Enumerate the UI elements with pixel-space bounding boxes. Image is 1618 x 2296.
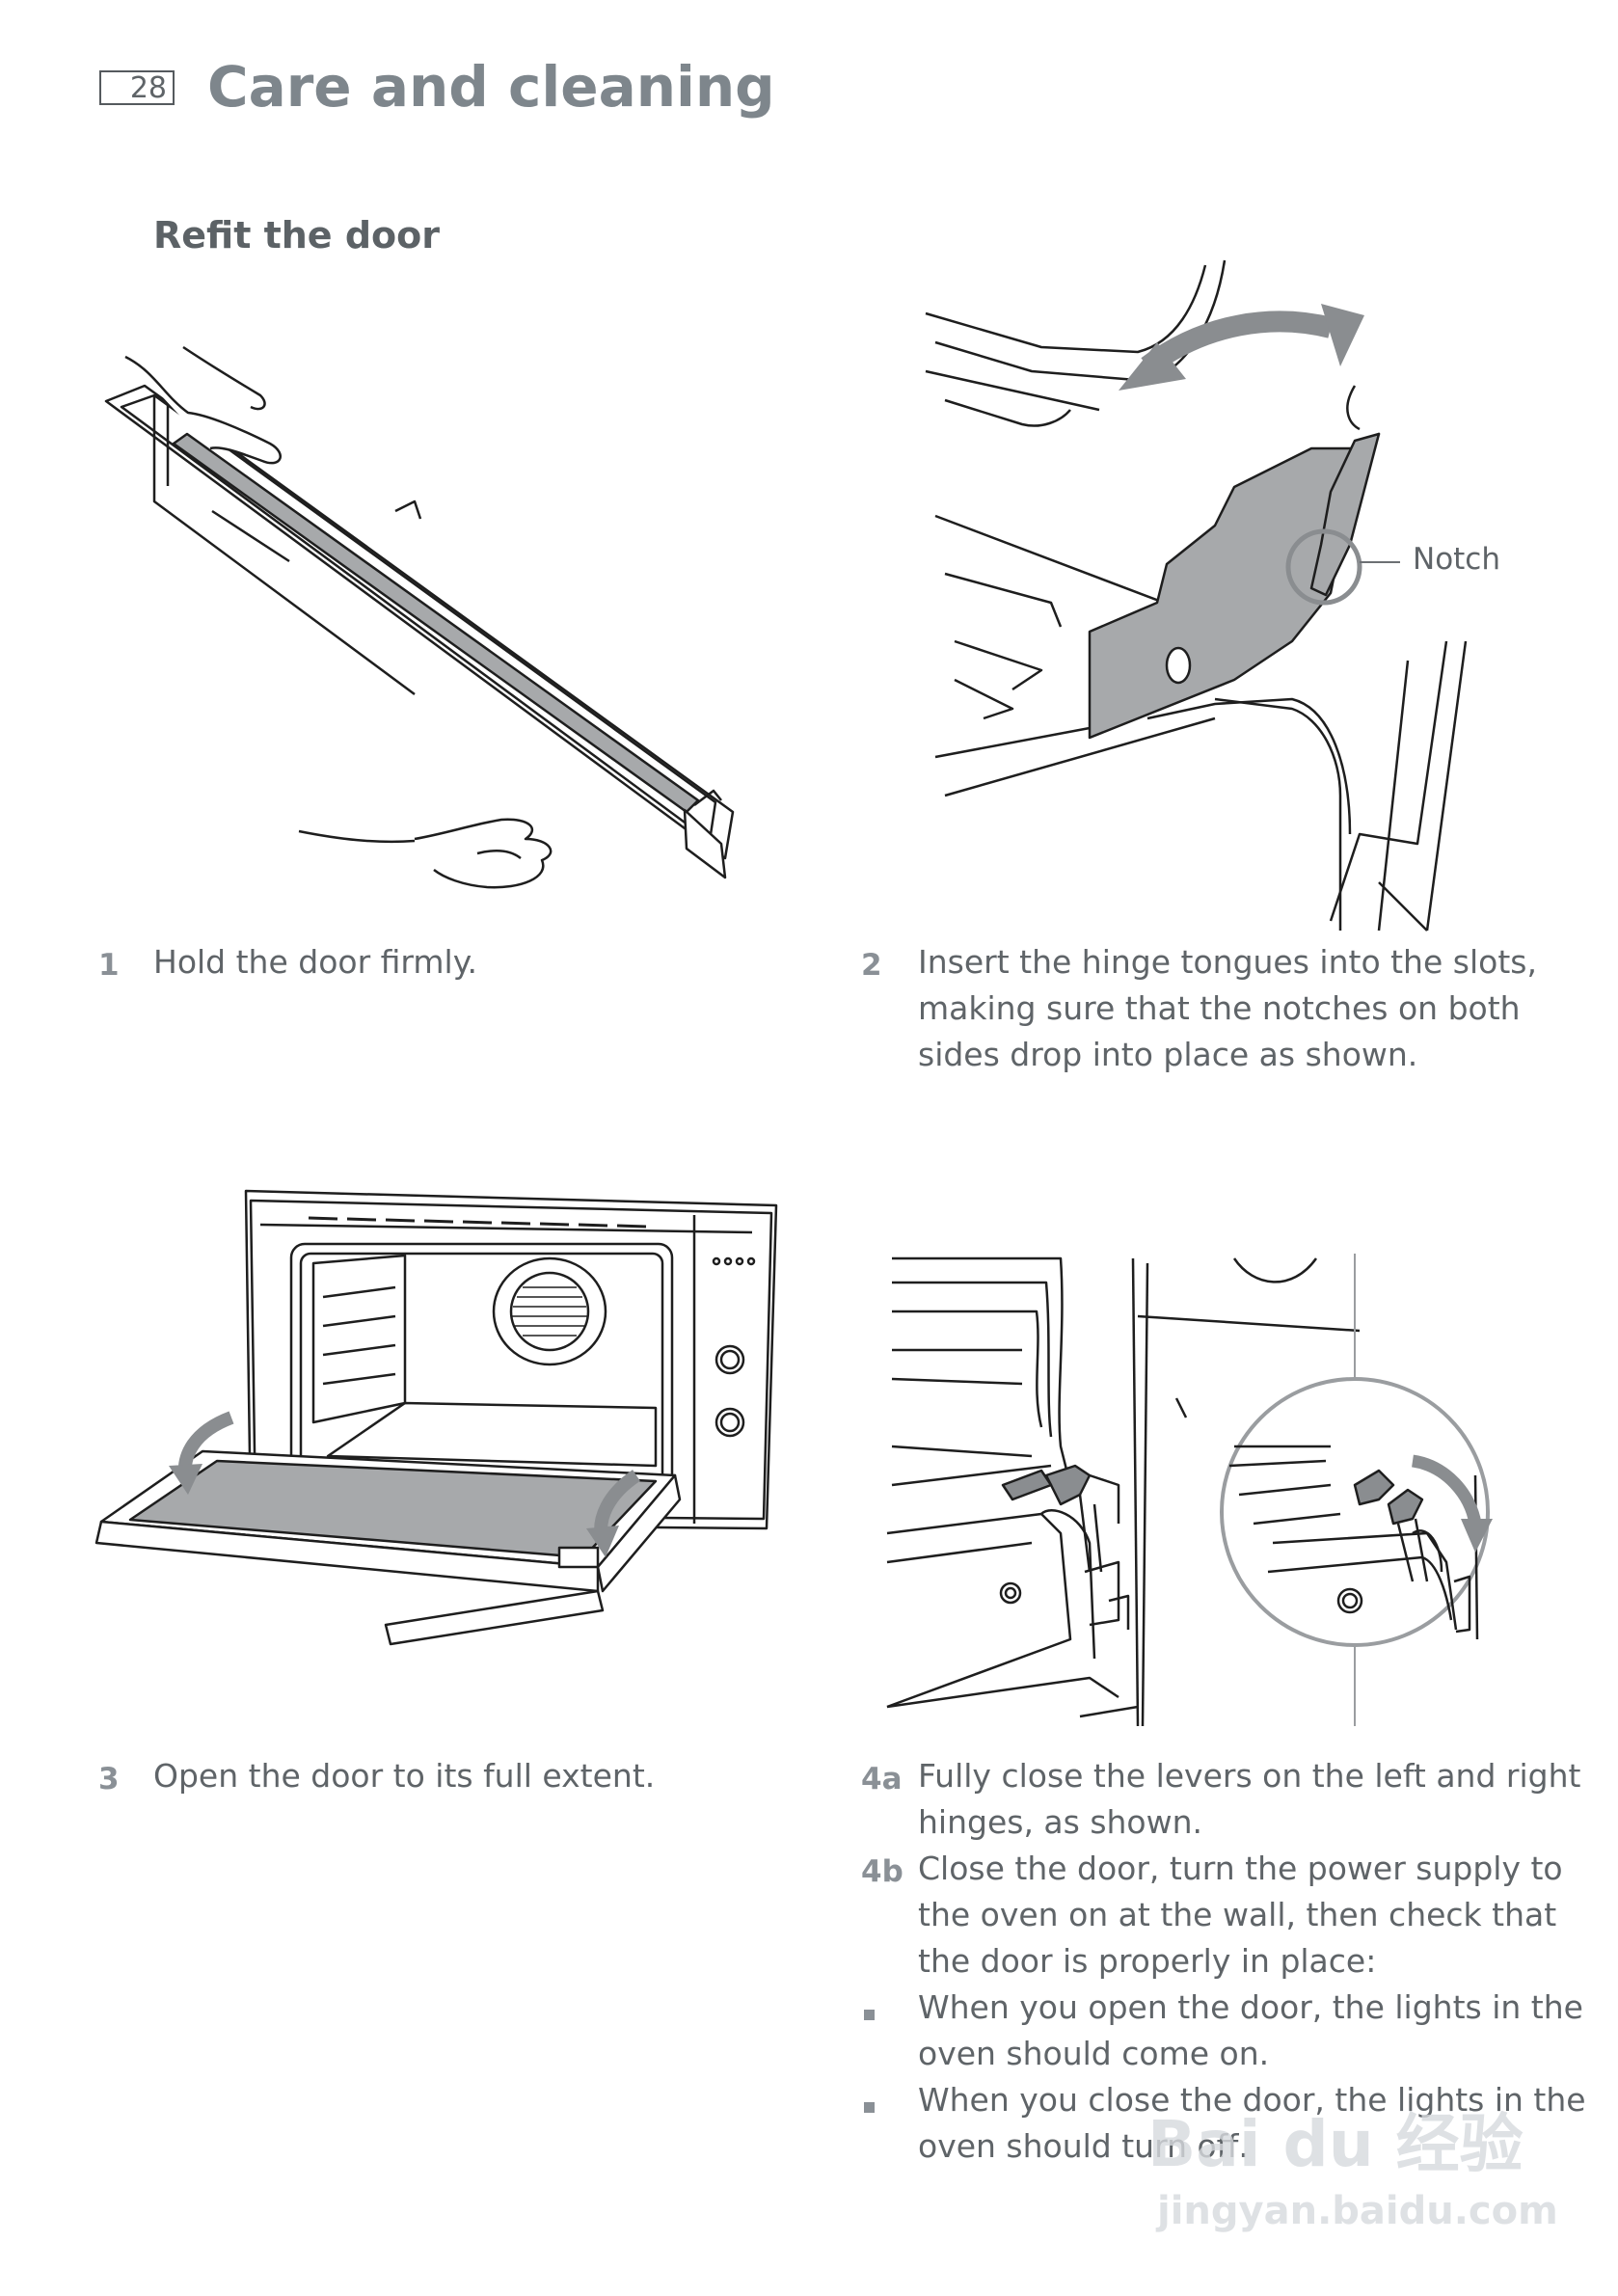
figure-1-hold-door <box>104 345 735 889</box>
bullet-marker <box>864 2102 875 2113</box>
step-4b-number: 4b <box>861 1854 903 1889</box>
figure-2-hinge-notch <box>925 259 1468 932</box>
step-2-text: Insert the hinge tongues into the slots,… <box>918 939 1537 1078</box>
figure-4-hinge-levers <box>886 1254 1493 1727</box>
step-4a-text: Fully close the levers on the left and r… <box>918 1753 1580 1846</box>
step-4a-number: 4a <box>861 1762 903 1796</box>
step-2-number: 2 <box>861 948 882 983</box>
step-4a-line-2: hinges, as shown. <box>918 1803 1203 1841</box>
step-2-line-1: Insert the hinge tongues into the slots, <box>918 943 1537 981</box>
bullet-marker <box>864 2010 875 2020</box>
step-2-line-2: making sure that the notches on both <box>918 989 1521 1027</box>
step-4b-line-3: the door is properly in place: <box>918 1942 1377 1980</box>
bullet-1-line-2: oven should come on. <box>918 2035 1270 2072</box>
step-4b-line-1: Close the door, turn the power supply to <box>918 1850 1563 1887</box>
step-2-line-3: sides drop into place as shown. <box>918 1036 1418 1073</box>
bullet-2-text: When you close the door, the lights in t… <box>918 2077 1586 2170</box>
watermark-brand: Bai du 经验 <box>1147 2107 1524 2181</box>
watermark-url: jingyan.baidu.com <box>1157 2189 1558 2233</box>
step-4b-text: Close the door, turn the power supply to… <box>918 1846 1563 1985</box>
step-1-number: 1 <box>98 948 120 983</box>
step-4b-line-2: the oven on at the wall, then check that <box>918 1896 1557 1933</box>
bullet-1-text: When you open the door, the lights in th… <box>918 1985 1583 2077</box>
step-3-number: 3 <box>98 1762 120 1796</box>
section-heading: Refit the door <box>153 214 440 257</box>
page-title: Care and cleaning <box>207 54 775 120</box>
figure-3-oven-open <box>94 1189 778 1646</box>
bullet-1-line-1: When you open the door, the lights in th… <box>918 1988 1583 2026</box>
notch-label: Notch <box>1413 542 1501 577</box>
step-1-text: Hold the door firmly. <box>153 943 478 981</box>
step-4a-line-1: Fully close the levers on the left and r… <box>918 1757 1581 1795</box>
bullet-2-line-2: oven should turn off. <box>918 2127 1249 2165</box>
step-3-text: Open the door to its full extent. <box>153 1757 656 1795</box>
page-number: 28 <box>99 70 175 105</box>
bullet-2-line-1: When you close the door, the lights in t… <box>918 2081 1586 2119</box>
